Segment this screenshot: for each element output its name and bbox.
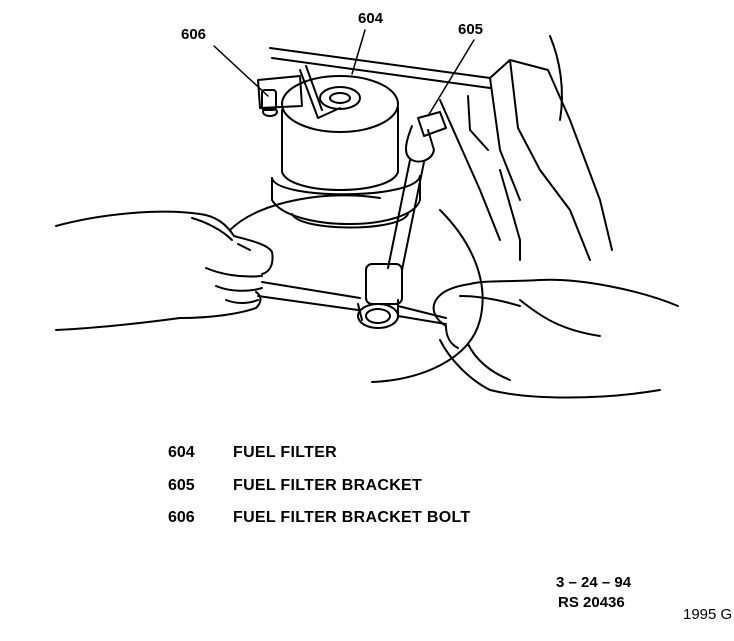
left-hand — [55, 210, 274, 331]
legend-number: 604 — [168, 444, 195, 461]
ratchet-handle — [257, 281, 447, 325]
mounting-frame — [269, 35, 613, 261]
fuel-filter-canister — [271, 65, 421, 229]
copyright-credit: 1995 G — [683, 606, 733, 623]
figure-code: RS 20436 — [558, 594, 625, 611]
legend-number: 605 — [168, 477, 195, 494]
drum-outline — [229, 194, 484, 383]
legend-label: FUEL FILTER BRACKET BOLT — [233, 509, 471, 526]
legend-number: 606 — [168, 509, 195, 526]
figure-date: 3 – 24 – 94 — [556, 574, 632, 591]
wrench-extension — [357, 111, 447, 329]
callout-606: 606 — [181, 26, 207, 43]
callout-605: 605 — [458, 21, 484, 38]
leader-lines — [213, 29, 475, 117]
legend-label: FUEL FILTER BRACKET — [233, 477, 423, 494]
legend-label: FUEL FILTER — [233, 444, 338, 461]
bracket-bolt — [257, 75, 303, 117]
right-hand — [432, 278, 679, 399]
callout-604: 604 — [358, 10, 384, 27]
